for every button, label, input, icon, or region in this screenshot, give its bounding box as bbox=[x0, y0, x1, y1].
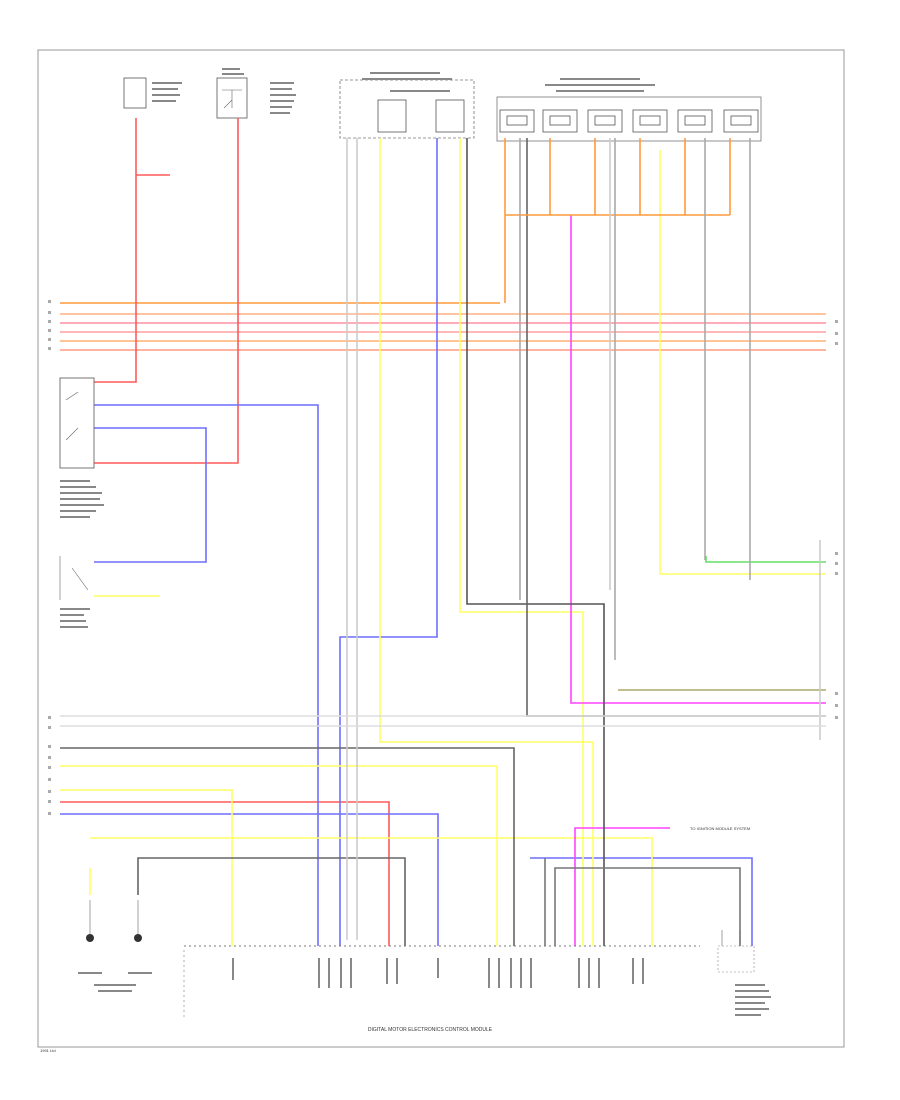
ignition-wire-label: TO IGNITION MODULE SYSTEM bbox=[690, 826, 750, 831]
violet-wires bbox=[570, 215, 826, 946]
dark-wires bbox=[60, 138, 826, 946]
left-wire-markers bbox=[48, 300, 838, 815]
camshaft-position-sensors bbox=[339, 72, 475, 139]
inertia-switch bbox=[59, 377, 104, 518]
footer-code: 1991 Ltd bbox=[40, 1048, 56, 1053]
blue-wires bbox=[60, 138, 753, 946]
top-left-relay bbox=[123, 77, 182, 109]
red-wires bbox=[60, 118, 390, 946]
fuel-injectors bbox=[496, 78, 762, 142]
control-module: DIGITAL MOTOR ELECTRONICS CONTROL MODULE bbox=[183, 945, 700, 1033]
green-wires bbox=[618, 556, 826, 691]
yellow-wires bbox=[60, 138, 826, 946]
injector-drop-wires bbox=[346, 138, 821, 940]
module-title: DIGITAL MOTOR ELECTRONICS CONTROL MODULE bbox=[368, 1027, 493, 1033]
right-sensor: TO IGNITION MODULE SYSTEM bbox=[690, 826, 771, 1016]
diagram-frame bbox=[37, 49, 845, 1048]
knock-sensors bbox=[78, 900, 152, 992]
main-relay bbox=[216, 68, 296, 119]
power-bus-lines bbox=[60, 302, 826, 351]
fuel-pump-switch bbox=[59, 556, 90, 628]
